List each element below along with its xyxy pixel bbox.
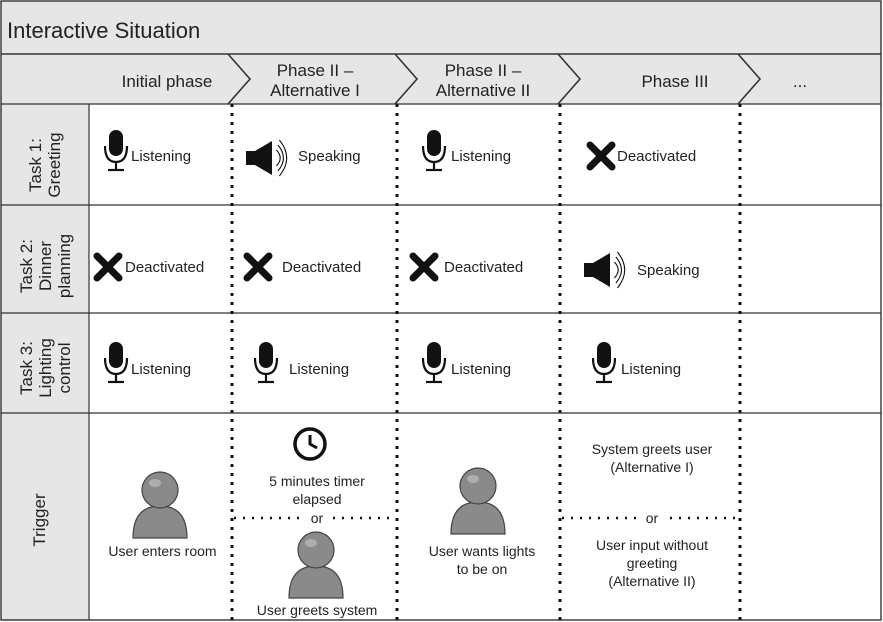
clock-icon bbox=[293, 427, 327, 461]
trigger-phase2a-timer: 5 minutes timer elapsed bbox=[269, 473, 365, 507]
microphone-icon bbox=[253, 342, 279, 384]
trigger-phase3-or: or bbox=[637, 509, 667, 527]
cell-task1-initial: Listening bbox=[131, 148, 192, 165]
row-label-band bbox=[1, 104, 89, 621]
cross-icon bbox=[409, 252, 439, 282]
phase-header-phase3: Phase III bbox=[641, 72, 709, 91]
microphone-icon bbox=[103, 130, 129, 172]
phase-header-initial: Initial phase bbox=[121, 72, 213, 91]
user-icon bbox=[132, 471, 188, 539]
trigger-initial: User enters room bbox=[108, 543, 217, 559]
cell-task2-initial: Deactivated bbox=[125, 259, 205, 276]
cell-task3-phase2a: Listening bbox=[289, 361, 350, 378]
cell-task1-phase3: Deactivated bbox=[617, 148, 697, 165]
phase-header-phase2b: Phase II – Alternative II bbox=[435, 61, 531, 100]
row-label-task3: Task 3: Lighting control bbox=[16, 338, 74, 398]
cell-task2-phase2b: Deactivated bbox=[444, 259, 524, 276]
header-band bbox=[1, 1, 881, 104]
cell-task1-phase2a: Speaking bbox=[298, 148, 361, 165]
row-label-trigger: Trigger bbox=[30, 493, 49, 547]
microphone-icon bbox=[421, 342, 447, 384]
cell-task3-phase2b: Listening bbox=[451, 361, 512, 378]
phase-header-phase2a: Phase II – Alternative I bbox=[270, 61, 360, 100]
trigger-phase2b: User wants lights to be on bbox=[428, 543, 536, 577]
phase-chevron bbox=[557, 53, 582, 105]
phase-chevron bbox=[394, 53, 419, 105]
cell-task3-phase3: Listening bbox=[621, 361, 682, 378]
row-label-task1: Task 1: Greeting bbox=[26, 132, 64, 198]
cell-task2-phase3: Speaking bbox=[637, 262, 700, 279]
trigger-phase2a-or: or bbox=[302, 509, 332, 527]
cell-task1-phase2b: Listening bbox=[451, 148, 512, 165]
cell-task2-phase2a: Deactivated bbox=[282, 259, 362, 276]
speaker-icon bbox=[584, 251, 626, 289]
speaker-icon bbox=[246, 139, 288, 177]
microphone-icon bbox=[103, 342, 129, 384]
trigger-phase3-alt1: System greets user (Alternative I) bbox=[591, 441, 713, 475]
trigger-phase2a-greet: User greets system bbox=[256, 602, 378, 618]
microphone-icon bbox=[591, 342, 617, 384]
phase-chevron bbox=[737, 53, 762, 105]
user-icon bbox=[288, 531, 344, 599]
cell-task3-initial: Listening bbox=[131, 361, 192, 378]
phase-chevron bbox=[227, 53, 252, 105]
cross-icon bbox=[93, 252, 123, 282]
cross-icon bbox=[586, 141, 616, 171]
trigger-phase3-alt2: User input without greeting (Alternative… bbox=[595, 537, 709, 589]
microphone-icon bbox=[421, 130, 447, 172]
phase-header-more: ... bbox=[792, 72, 808, 91]
diagram-title: Interactive Situation bbox=[7, 18, 201, 43]
row-label-task2: Task 2: Dinner planning bbox=[16, 233, 74, 299]
user-icon bbox=[450, 467, 506, 535]
cross-icon bbox=[243, 252, 273, 282]
